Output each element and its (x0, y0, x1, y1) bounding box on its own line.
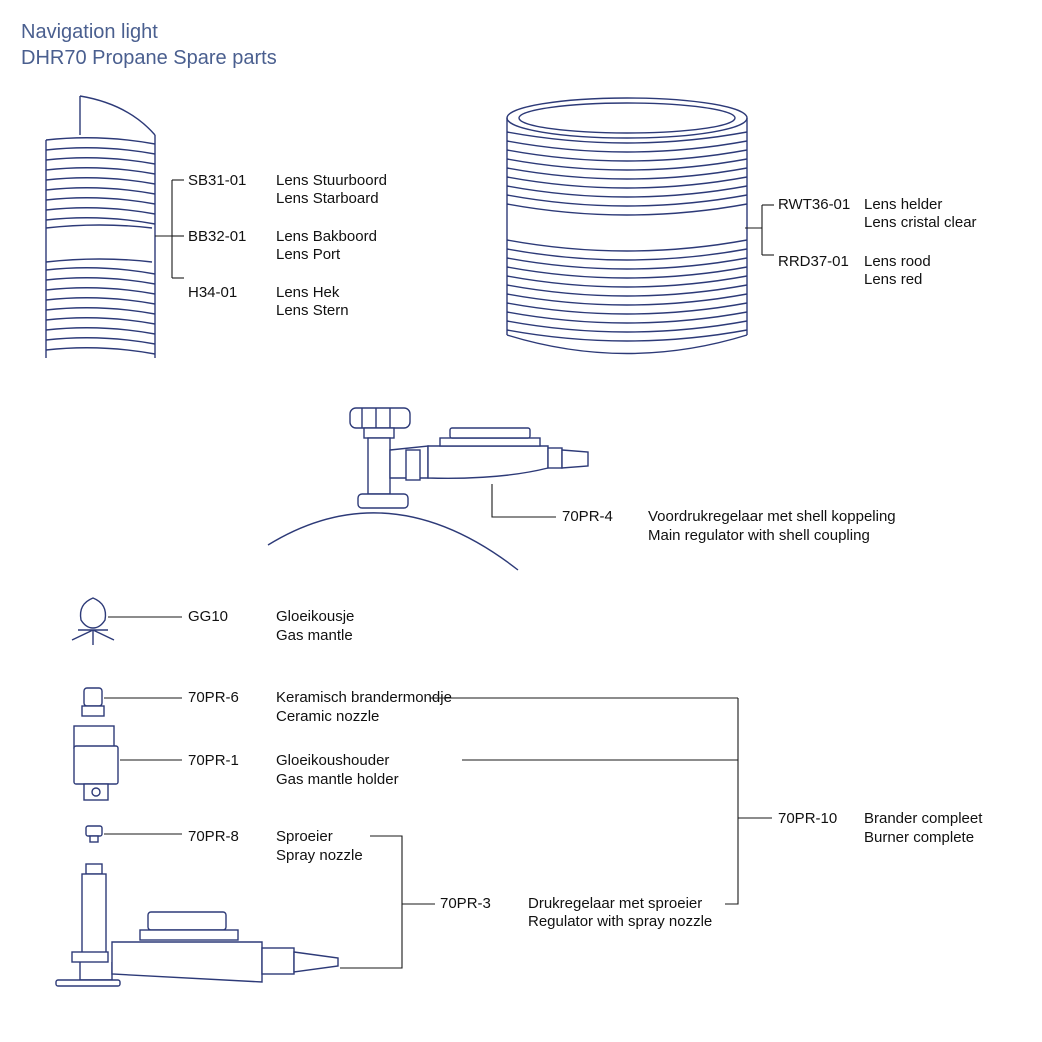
small-lens-rib (45, 137, 156, 145)
70pr8-label-nl: Sproeier (276, 828, 333, 845)
h34-code: H34-01 (188, 284, 238, 301)
large-lens-rib (506, 239, 748, 252)
large-lens-rib (506, 257, 748, 270)
main-regulator-label-en: Main regulator with shell coupling (648, 527, 870, 544)
large-lens-rib (506, 293, 748, 306)
large-lens-rib (506, 167, 748, 180)
large-lens-rib (506, 266, 748, 279)
spray-nozzle-drawing (85, 825, 103, 843)
title-line-1: Navigation light (21, 21, 158, 43)
main-regulator-code: 70PR-4 (562, 508, 613, 525)
70pr6-code: 70PR-6 (188, 689, 239, 706)
rrd37-label-en: Lens red (864, 271, 923, 288)
70pr3-label-en: Regulator with spray nozzle (528, 913, 713, 930)
gg10-label-en: Gas mantle (276, 627, 353, 644)
large-lens-rib (506, 311, 748, 324)
large-lens-rib (506, 194, 748, 207)
gg10-label-nl: Gloeikousje (276, 608, 355, 625)
small-lens-rib (45, 317, 156, 325)
large-lens-drawing (506, 97, 748, 355)
small-lens-rib (45, 207, 156, 215)
small-lens-leaders (155, 179, 184, 279)
small-lens-rib (45, 307, 156, 315)
70pr10-label-en: Burner complete (864, 829, 975, 846)
large-lens-rib (506, 158, 748, 171)
gg10-code: GG10 (188, 608, 229, 625)
70pr3-label-nl: Drukregelaar met sproeier (528, 895, 703, 912)
large-lens-rib (506, 302, 748, 315)
small-lens-rib (45, 157, 156, 165)
small-lens-rib (45, 277, 156, 285)
rwt36-label-en: Lens cristal clear (864, 214, 977, 231)
small-lens-rib (45, 197, 156, 205)
large-lens-rib (506, 284, 748, 297)
small-lens-rib (45, 167, 156, 175)
large-lens-rib (506, 248, 748, 261)
large-lens-rib (506, 176, 748, 189)
main-regulator-leader (491, 484, 556, 518)
regulator-spray-drawing (55, 863, 339, 987)
sb31-label-nl: Lens Stuurboord (276, 172, 387, 189)
rwt36-label-nl: Lens helder (864, 196, 943, 213)
large-lens-rib (506, 320, 748, 333)
large-lens-rib (506, 131, 748, 144)
70pr6-label-en: Ceramic nozzle (276, 708, 380, 725)
large-lens-rib (506, 275, 748, 288)
bb32-label-en: Lens Port (276, 246, 341, 263)
sb31-code: SB31-01 (188, 172, 247, 189)
h34-label-nl: Lens Hek (276, 284, 340, 301)
large-lens-rib (506, 140, 748, 153)
rwt36-code: RWT36-01 (778, 196, 851, 213)
small-lens-rib (45, 267, 156, 275)
regulator-spray-leaders (340, 835, 435, 969)
small-lens-rib (45, 297, 156, 305)
70pr1-code: 70PR-1 (188, 752, 239, 769)
mantle-holder-drawing (73, 725, 119, 801)
small-lens-rib (45, 187, 156, 195)
small-lens-rib (45, 147, 156, 155)
large-lens-rib (506, 203, 748, 216)
large-lens-leaders (745, 204, 774, 256)
small-lens-rib (45, 327, 156, 335)
h34-label-en: Lens Stern (276, 302, 349, 319)
small-lens-rib (45, 217, 156, 225)
title-line-2: DHR70 Propane Spare parts (21, 47, 277, 69)
70pr10-label-nl: Brander compleet (864, 810, 983, 827)
ceramic-nozzle-drawing (81, 687, 105, 717)
small-lens-rib (45, 347, 156, 355)
main-regulator-drawing (267, 407, 589, 571)
70pr1-label-en: Gas mantle holder (276, 771, 399, 788)
small-lens-rib (45, 337, 156, 345)
rrd37-label-nl: Lens rood (864, 253, 931, 270)
70pr10-code: 70PR-10 (778, 810, 838, 827)
main-regulator-label-nl: Voordrukregelaar met shell koppeling (648, 508, 896, 525)
70pr6-label-nl: Keramisch brandermondje (276, 689, 452, 706)
large-lens-rib (506, 185, 748, 198)
70pr3-code: 70PR-3 (440, 895, 491, 912)
70pr8-label-en: Spray nozzle (276, 847, 363, 864)
gas-mantle-drawing (71, 597, 115, 645)
large-lens-rib (506, 329, 748, 342)
rrd37-code: RRD37-01 (778, 253, 849, 270)
bb32-code: BB32-01 (188, 228, 247, 245)
large-lens-rib (506, 149, 748, 162)
burner-complete-leaders (430, 697, 772, 905)
bb32-label-nl: Lens Bakboord (276, 228, 377, 245)
small-lens-rib (45, 177, 156, 185)
70pr8-code: 70PR-8 (188, 828, 239, 845)
sb31-label-en: Lens Starboard (276, 190, 379, 207)
small-lens-drawing (45, 95, 156, 358)
small-lens-rib (45, 287, 156, 295)
70pr1-label-nl: Gloeikoushouder (276, 752, 390, 769)
